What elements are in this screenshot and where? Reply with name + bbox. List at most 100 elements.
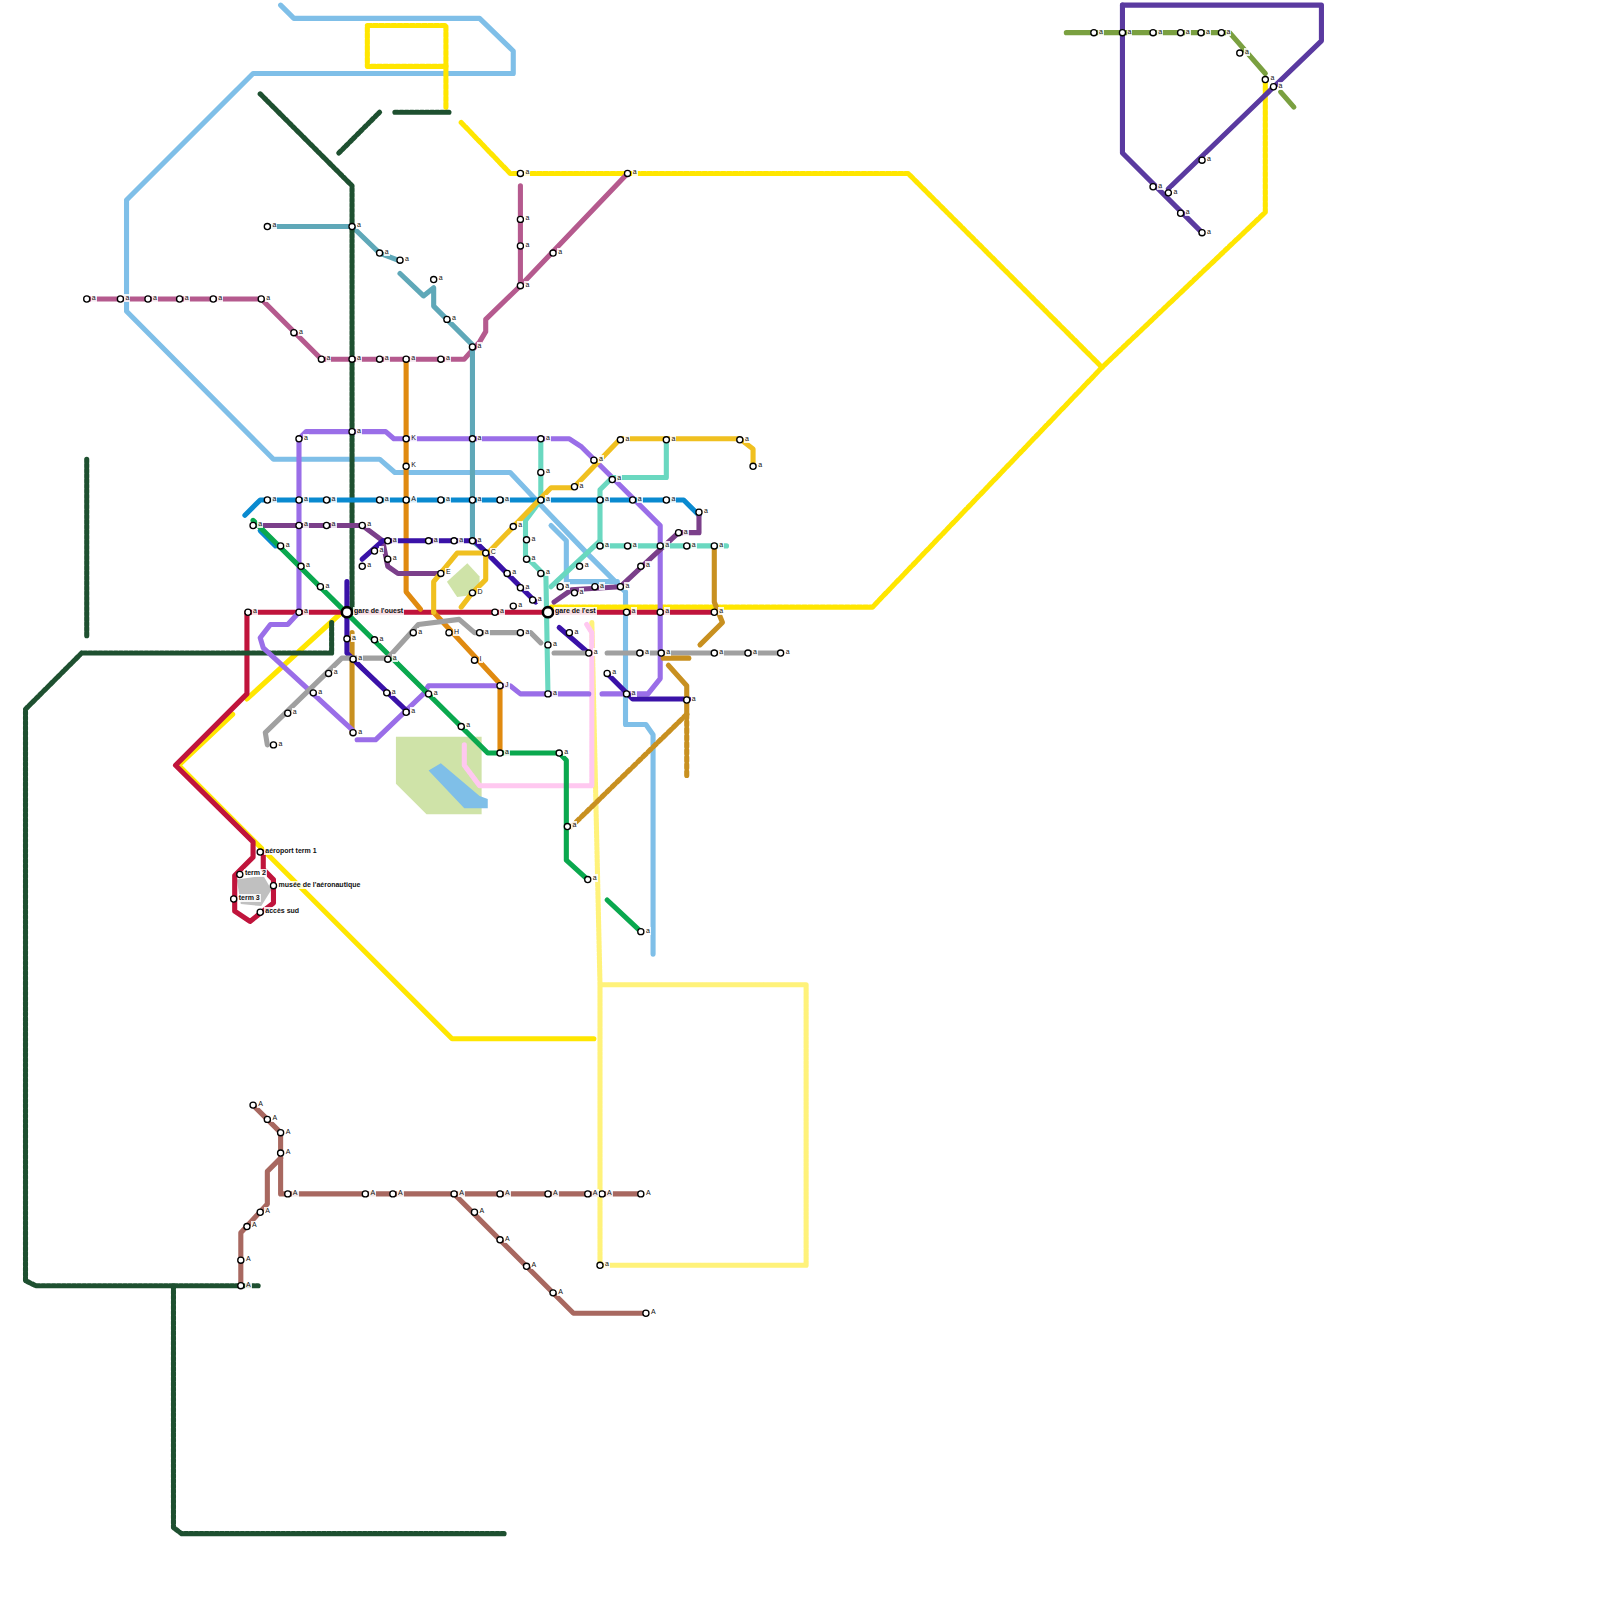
station-dot xyxy=(342,607,352,617)
station-dot xyxy=(403,709,409,715)
station-label: a xyxy=(217,294,223,302)
station-dot xyxy=(517,283,523,289)
station-label: a xyxy=(665,648,671,656)
station-label: A xyxy=(271,1114,278,1122)
station-label: a xyxy=(504,748,510,756)
station-label: a xyxy=(410,707,416,715)
station-dot xyxy=(657,609,663,615)
station-dot xyxy=(517,585,523,591)
station-label: a xyxy=(445,495,451,503)
station-dot xyxy=(597,497,603,503)
station-dot xyxy=(545,1191,551,1197)
station-dot xyxy=(592,584,598,590)
station-label: a xyxy=(552,640,558,648)
station-label: a xyxy=(152,294,158,302)
station-dot xyxy=(557,584,563,590)
station-dot xyxy=(371,548,377,554)
station-label: a xyxy=(271,495,277,503)
station-label: a xyxy=(379,635,385,643)
station-dot xyxy=(250,1102,256,1108)
station-dot xyxy=(676,530,682,536)
station-dot xyxy=(296,609,302,615)
station-dot xyxy=(591,457,597,463)
station-dot xyxy=(577,563,583,569)
station-label: a xyxy=(563,748,569,756)
station-dot xyxy=(257,909,263,915)
station-dot xyxy=(270,883,276,889)
station-label: a xyxy=(499,607,505,615)
station-dot xyxy=(497,683,503,689)
station-dot xyxy=(684,697,690,703)
station-label: a xyxy=(366,520,372,528)
station-dot xyxy=(323,522,329,528)
station-label: a xyxy=(744,435,750,443)
station-label: a xyxy=(1206,155,1212,163)
station-dot xyxy=(458,723,464,729)
station-dot xyxy=(403,497,409,503)
station-dot xyxy=(711,609,717,615)
station-label: a xyxy=(417,628,423,636)
station-label: a xyxy=(611,668,617,676)
station-dot xyxy=(571,590,577,596)
station-dot xyxy=(1199,157,1205,163)
station-label: a xyxy=(645,561,651,569)
station-dot xyxy=(617,437,623,443)
station-label: a xyxy=(593,648,599,656)
station-label: a xyxy=(718,541,724,549)
station-dot xyxy=(624,170,630,176)
station-dot xyxy=(384,690,390,696)
station-dot xyxy=(510,523,516,529)
station-label: a xyxy=(384,354,390,362)
station-dot xyxy=(1237,50,1243,56)
station-dot xyxy=(711,650,717,656)
station-dot xyxy=(630,497,636,503)
station-label: a xyxy=(410,354,416,362)
station-label: a xyxy=(637,495,643,503)
station-label: a xyxy=(278,740,284,748)
station-dot xyxy=(545,691,551,697)
station-dot xyxy=(117,296,123,302)
station-dot xyxy=(145,296,151,302)
station-label: A xyxy=(285,1148,292,1156)
station-label: a xyxy=(285,541,291,549)
station-label: term 3 xyxy=(238,894,261,902)
station-dot xyxy=(310,690,316,696)
station-dot xyxy=(523,556,529,562)
station-dot xyxy=(517,170,523,176)
station-dot xyxy=(451,538,457,544)
station-dot xyxy=(237,871,243,877)
station-label: a xyxy=(524,214,530,222)
station-label: a xyxy=(557,248,563,256)
station-dot xyxy=(1091,30,1097,36)
station-label: a xyxy=(645,927,651,935)
station-label: a xyxy=(351,634,357,642)
station-label: a xyxy=(584,561,590,569)
station-label: a xyxy=(91,294,97,302)
station-label: A xyxy=(531,1261,538,1269)
station-dot xyxy=(326,670,332,676)
station-dot xyxy=(377,356,383,362)
station-label: a xyxy=(644,648,650,656)
station-dot xyxy=(318,356,324,362)
station-label: a xyxy=(579,482,585,490)
station-label: a xyxy=(552,689,558,697)
station-dot xyxy=(737,437,743,443)
station-label: a xyxy=(531,554,537,562)
station-label: a xyxy=(757,461,763,469)
station-label: a xyxy=(317,688,323,696)
station-label: term 2 xyxy=(244,869,267,877)
station-dot xyxy=(497,1191,503,1197)
station-dot xyxy=(538,570,544,576)
station-label: musée de l'aéronautique xyxy=(278,881,362,889)
station-dot xyxy=(571,484,577,490)
station-label: a xyxy=(1244,48,1250,56)
station-dot xyxy=(597,543,603,549)
station-dot xyxy=(617,584,623,590)
station-dot xyxy=(349,223,355,229)
station-dot xyxy=(426,691,432,697)
station-dot xyxy=(469,497,475,503)
station-label: a xyxy=(1172,188,1178,196)
station-dot xyxy=(385,656,391,662)
station-dot xyxy=(231,896,237,902)
station-label: a xyxy=(404,255,410,263)
